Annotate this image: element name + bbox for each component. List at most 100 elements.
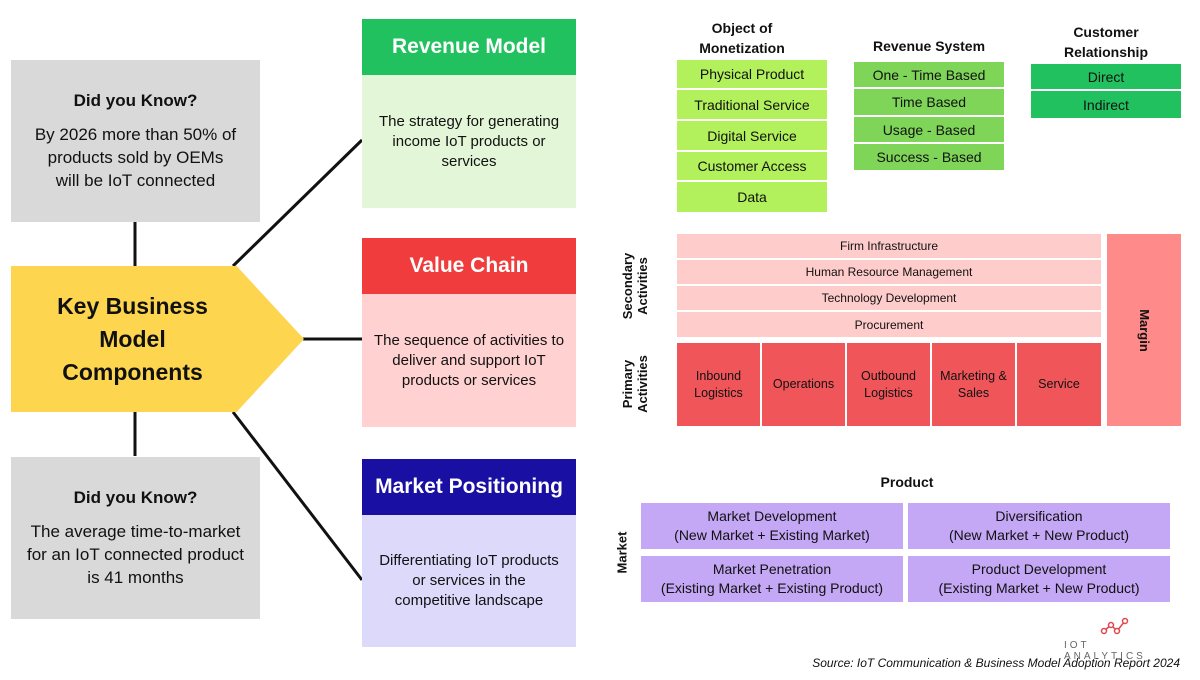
desc-line: or services in the (412, 572, 526, 589)
ansoff-cell-subtitle: (Existing Market + Existing Product) (660, 580, 884, 596)
primary-activity-line: Logistics (864, 385, 913, 400)
ansoff-cell-title: Market Development (707, 508, 837, 524)
value-chain-description: The sequence of activities to deliver an… (362, 294, 576, 427)
desc-line: The sequence of activities to (373, 331, 565, 349)
secondary-activity: Firm Infrastructure (677, 234, 1101, 259)
primary-activity: Inbound Logistics (677, 343, 760, 426)
title-line: Relationship (1063, 44, 1148, 60)
desc-line: competitive landscape (394, 592, 544, 609)
desc-line: products or services (401, 371, 537, 389)
dyk-top-line: products sold by OEMs (47, 147, 224, 167)
primary-activity: Service (1017, 343, 1101, 426)
label-line: Primary (620, 359, 635, 409)
market-axis-label: Market (607, 502, 637, 602)
secondary-activity: Procurement (677, 312, 1101, 337)
secondary-activity: Technology Development (677, 286, 1101, 311)
ansoff-cell-subtitle: (New Market + New Product) (948, 527, 1130, 543)
ansoff-cell-title: Diversification (995, 508, 1083, 524)
center-line: Model (99, 325, 166, 352)
revenue-system-item: One - Time Based (854, 62, 1004, 88)
ansoff-cell-subtitle: (Existing Market + New Product) (938, 580, 1140, 596)
secondary-activity-label: Procurement (854, 317, 924, 332)
ansoff-cell: Market Development (New Market + Existin… (641, 503, 903, 549)
monetization-item: Traditional Service (677, 90, 827, 120)
margin-label: Margin (1136, 308, 1152, 352)
monetization-item-label: Customer Access (697, 158, 807, 174)
ansoff-cell-title: Market Penetration (712, 561, 832, 577)
title-line: Object of (711, 20, 773, 36)
primary-activities-label: Primary Activities (607, 342, 663, 426)
revenue-system-item-label: One - Time Based (872, 66, 986, 83)
did-you-know-top-text: By 2026 more than 50% of products sold b… (35, 123, 236, 192)
label-line: Activities (635, 257, 651, 315)
revenue-system-item: Usage - Based (854, 117, 1004, 143)
revenue-system-title: Revenue System (854, 36, 1004, 56)
market-positioning-description: Differentiating IoT products or services… (362, 515, 576, 647)
dyk-top-line: will be IoT connected (55, 170, 216, 190)
revenue-system-item-label: Success - Based (876, 149, 982, 165)
ansoff-cell-title: Product Development (971, 561, 1107, 577)
did-you-know-top-title: Did you Know? (73, 90, 198, 110)
desc-line: The strategy for generating (378, 112, 560, 130)
monetization-item-label: Traditional Service (694, 96, 810, 113)
ansoff-cell: Diversification (New Market + New Produc… (908, 503, 1170, 549)
key-components-pentagon: Key Business Model Components (11, 266, 304, 412)
desc-line: Differentiating IoT products (379, 552, 559, 569)
primary-activity-line: Sales (957, 385, 990, 400)
primary-activity-line: Operations (772, 377, 835, 391)
customer-relationship-item-label: Direct (1087, 68, 1125, 85)
label-line: Secondary (620, 252, 636, 320)
monetization-item: Data (677, 182, 827, 212)
title-line: Customer (1073, 24, 1139, 40)
dyk-bottom-line: is 41 months (87, 567, 184, 587)
monetization-item: Physical Product (677, 60, 827, 89)
secondary-activity-label: Firm Infrastructure (839, 239, 938, 253)
primary-activity-line: Marketing & (940, 368, 1007, 383)
customer-relationship-item: Direct (1031, 64, 1181, 90)
iot-analytics-logo-text: IOT ANALYTICS (1064, 640, 1146, 662)
revenue-system-title-text: Revenue System (872, 38, 986, 54)
secondary-activity-label: Human Resource Management (805, 265, 973, 279)
monetization-item-label: Data (737, 189, 767, 205)
secondary-activity: Human Resource Management (677, 260, 1101, 285)
ansoff-cell-subtitle: (New Market + Existing Market) (674, 527, 870, 543)
revenue-model-header: Revenue Model (362, 19, 576, 75)
revenue-system-item: Time Based (854, 89, 1004, 116)
primary-activity-line: Inbound (695, 368, 742, 383)
desc-line: services (441, 152, 497, 170)
revenue-system-item: Success - Based (854, 144, 1004, 170)
revenue-system-item-label: Time Based (891, 94, 967, 110)
monetization-item-label: Digital Service (707, 127, 797, 144)
did-you-know-bottom-title: Did you Know? (73, 487, 198, 507)
value-chain-title: Value Chain (409, 254, 529, 277)
dyk-top-line: By 2026 more than 50% of (34, 124, 237, 144)
market-positioning-header: Market Positioning (362, 459, 576, 515)
secondary-activity-label: Technology Development (821, 291, 957, 305)
margin-block: Margin (1107, 234, 1181, 426)
desc-line: deliver and support IoT (392, 351, 546, 369)
revenue-system-item-label: Usage - Based (882, 121, 976, 138)
did-you-know-bottom-text: The average time-to-market for an IoT co… (27, 520, 244, 589)
source-note: Source: IoT Communication & Business Mod… (812, 656, 1180, 670)
ansoff-cell: Product Development (Existing Market + N… (908, 556, 1170, 602)
monetization-item-label: Physical Product (699, 66, 805, 82)
did-you-know-top: Did you Know? By 2026 more than 50% of p… (11, 60, 260, 222)
primary-activity: Marketing & Sales (932, 343, 1015, 426)
primary-activity-line: Logistics (694, 385, 743, 400)
primary-activity: Operations (762, 343, 845, 426)
monetization-item: Customer Access (677, 152, 827, 181)
ansoff-cell: Market Penetration (Existing Market + Ex… (641, 556, 903, 602)
revenue-model-title: Revenue Model (391, 35, 547, 58)
market-axis-text: Market (614, 531, 630, 573)
title-line: Monetization (699, 40, 785, 56)
customer-relationship-title: Customer Relationship (1031, 22, 1181, 62)
did-you-know-bottom: Did you Know? The average time-to-market… (11, 457, 260, 619)
desc-line: income IoT products or (392, 132, 546, 150)
primary-activity-line: Outbound (861, 368, 916, 383)
label-line: Activities (635, 355, 650, 413)
customer-relationship-item-label: Indirect (1083, 96, 1129, 113)
product-axis-label: Product (850, 472, 964, 492)
value-chain-header: Value Chain (362, 238, 576, 294)
center-line: Components (62, 358, 203, 385)
iot-analytics-logo-icon (1100, 617, 1129, 635)
